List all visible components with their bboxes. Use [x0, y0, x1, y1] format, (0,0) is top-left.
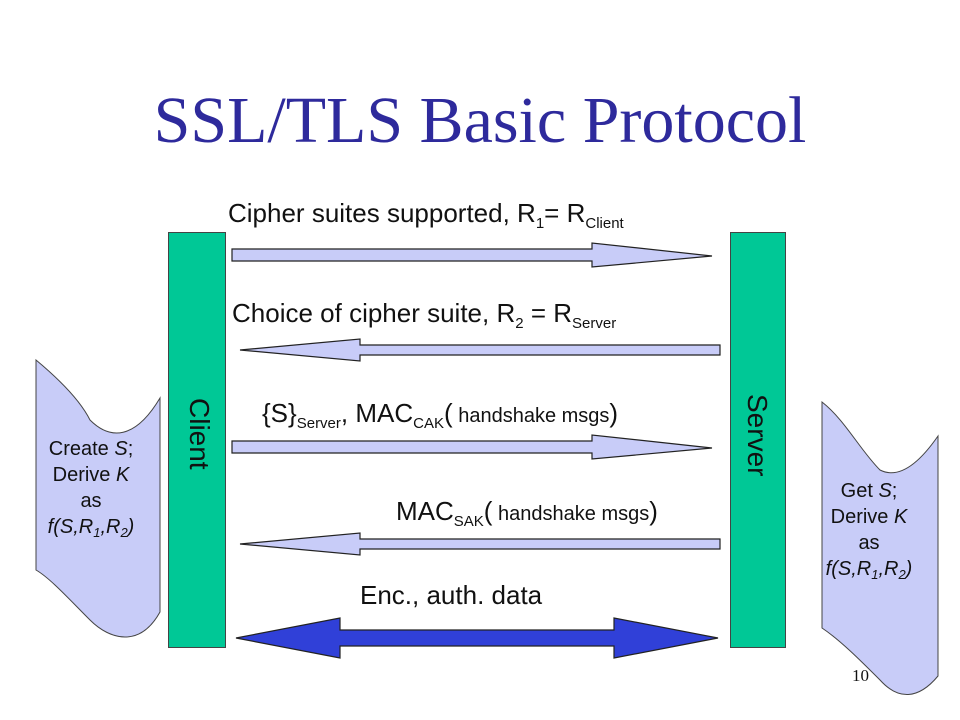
- server-note-text: Get S; Derive K as f(S,R1,R2): [825, 480, 913, 582]
- slide-title: SSL/TLS Basic Protocol: [153, 84, 807, 157]
- client-note-shape: [35, 358, 161, 638]
- client-note-text: Create S; Derive K as f(S,R1,R2): [47, 438, 135, 540]
- arrow-enc-data: [235, 617, 719, 659]
- arrow-cipher-suites: [231, 242, 713, 268]
- message-choice-of-suite: Choice of cipher suite, R2 = RServer: [232, 298, 617, 332]
- message-server-mac: MACSAK( handshake msgs): [396, 496, 658, 530]
- message-cipher-suites: Cipher suites supported, R1= RClient: [228, 198, 624, 232]
- arrow-key-exchange: [231, 434, 713, 460]
- message-enc-data: Enc., auth. data: [360, 580, 543, 610]
- server-pillar: [730, 232, 786, 648]
- client-label: Client: [184, 398, 215, 470]
- page-number: 10: [852, 666, 869, 685]
- arrow-server-mac: [239, 532, 721, 556]
- server-note-shape: [821, 400, 939, 695]
- client-pillar: [168, 232, 226, 648]
- message-key-exchange: {S}Server, MACCAK( handshake msgs): [262, 398, 619, 432]
- server-label: Server: [742, 394, 773, 477]
- arrow-choice-of-suite: [239, 338, 721, 362]
